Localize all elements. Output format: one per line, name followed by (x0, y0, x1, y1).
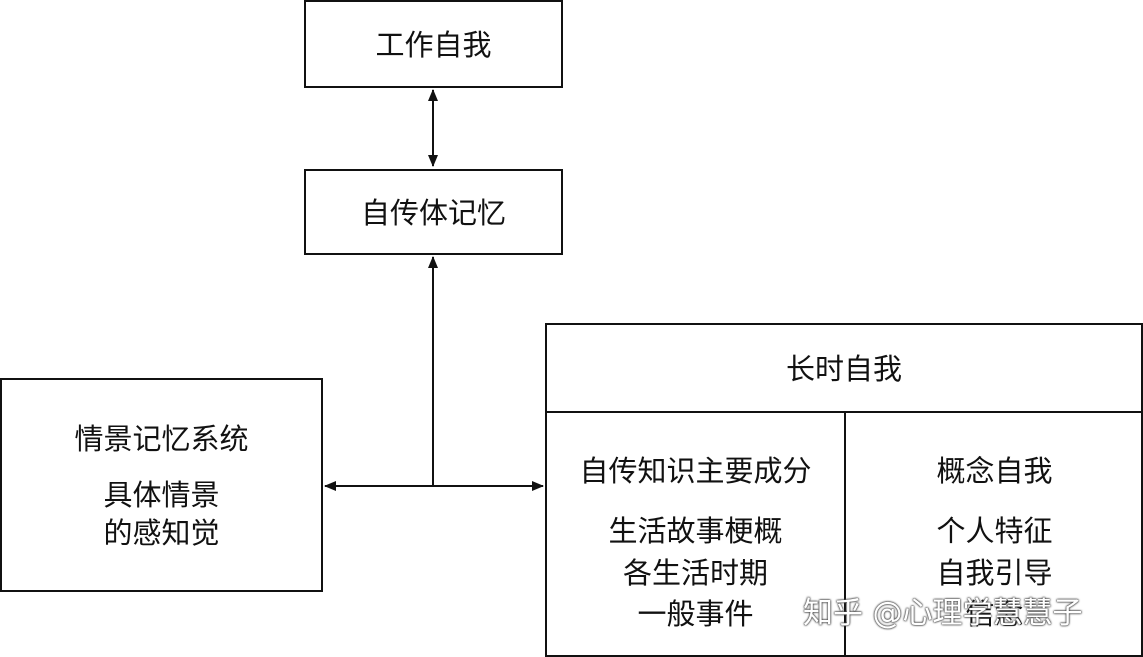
conceptual-self-line: 信念 (965, 597, 1024, 631)
long-term-self-box: 长时自我 自传知识主要成分 生活故事梗概 各生活时期 一般事件 概念自我 个人特… (545, 323, 1143, 657)
autobiographical-knowledge-line: 一般事件 (637, 597, 754, 631)
episodic-memory-line: 的感知觉 (103, 516, 220, 550)
autobiographical-knowledge-line: 生活故事梗概 (608, 514, 783, 548)
conceptual-self-section: 概念自我 个人特征 自我引导 信念 (846, 413, 1143, 657)
episodic-memory-line: 具体情景 (103, 478, 220, 512)
episodic-memory-title: 情景记忆系统 (74, 422, 249, 456)
conceptual-self-line: 自我引导 (936, 556, 1053, 590)
long-term-self-title: 长时自我 (785, 352, 902, 386)
conceptual-self-title: 概念自我 (936, 454, 1053, 488)
autobiographical-memory-label: 自传体记忆 (360, 196, 506, 230)
episodic-memory-box: 情景记忆系统 具体情景 的感知觉 (0, 378, 323, 592)
autobiographical-memory-box: 自传体记忆 (304, 169, 563, 255)
working-self-label: 工作自我 (375, 28, 492, 62)
conceptual-self-line: 个人特征 (936, 514, 1053, 548)
autobiographical-knowledge-section: 自传知识主要成分 生活故事梗概 各生活时期 一般事件 (547, 413, 844, 657)
long-term-self-column-divider (844, 411, 846, 655)
autobiographical-knowledge-title: 自传知识主要成分 (579, 454, 812, 488)
watermark: 知乎 @心理学慧慧子 (803, 596, 1083, 631)
autobiographical-knowledge-line: 各生活时期 (622, 556, 768, 590)
working-self-box: 工作自我 (304, 0, 563, 88)
